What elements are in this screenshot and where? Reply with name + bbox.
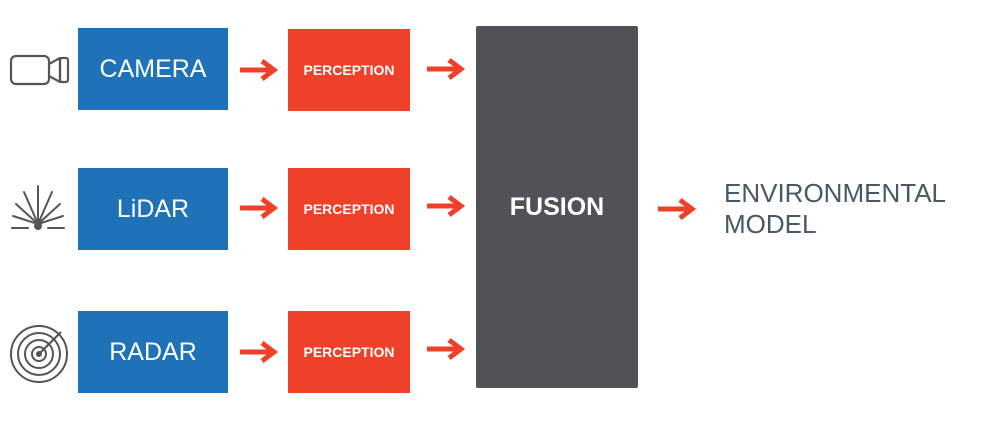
arrow-lidar-to-perception — [240, 199, 274, 217]
perception-label-radar: PERCEPTION — [303, 344, 395, 360]
perception-label-lidar: PERCEPTION — [303, 201, 395, 217]
camera-icon — [9, 54, 70, 86]
sensor-box-camera: CAMERA — [78, 28, 228, 110]
radar-icon — [10, 325, 68, 383]
perception-box-radar: PERCEPTION — [288, 311, 410, 393]
perception-box-lidar: PERCEPTION — [288, 168, 410, 250]
environmental-model-label: ENVIRONMENTAL MODEL — [724, 178, 946, 239]
arrow-camera-to-perception — [240, 61, 274, 79]
arrow-perception-to-fusion-1 — [427, 60, 461, 78]
arrow-radar-to-perception — [240, 343, 274, 361]
sensor-box-radar: RADAR — [78, 311, 228, 393]
fusion-label: FUSION — [509, 192, 605, 221]
arrow-perception-to-fusion-2 — [427, 197, 461, 215]
perception-label-camera: PERCEPTION — [303, 62, 395, 78]
sensor-box-lidar: LiDAR — [78, 168, 228, 250]
sensor-label-camera: CAMERA — [99, 54, 207, 83]
lidar-icon — [11, 185, 65, 230]
arrow-fusion-to-model — [658, 200, 692, 218]
perception-box-camera: PERCEPTION — [288, 29, 410, 111]
sensor-label-lidar: LiDAR — [116, 194, 190, 223]
fusion-box: FUSION — [476, 26, 638, 388]
arrow-perception-to-fusion-3 — [427, 340, 461, 358]
sensor-label-radar: RADAR — [109, 337, 197, 366]
